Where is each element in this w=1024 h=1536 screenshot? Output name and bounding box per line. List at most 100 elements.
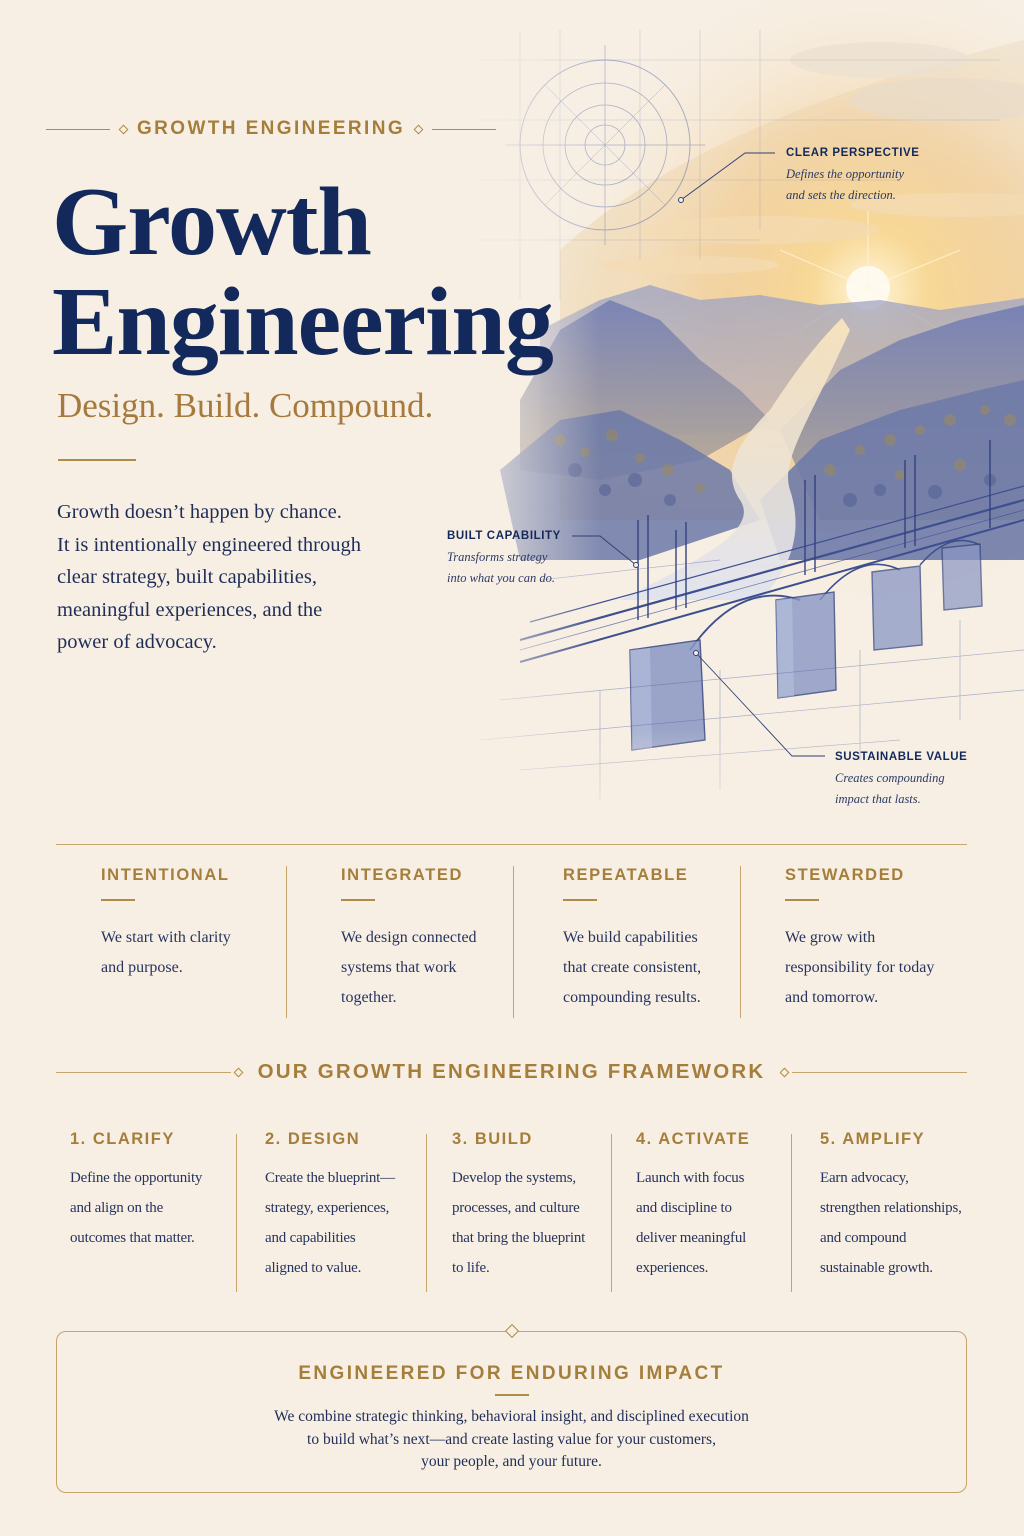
intro-line: Growth doesn’t happen by chance.: [57, 501, 342, 523]
step-line: deliver meaningful: [636, 1230, 747, 1246]
principle-repeatable: REPEATABLE We build capabilities that cr…: [513, 866, 740, 1018]
callout-sustainable-value: SUSTAINABLE VALUE Creates compounding im…: [835, 751, 967, 810]
principle-rule: [563, 899, 597, 901]
callout-built-capability: BUILT CAPABILITY Transforms strategy int…: [447, 530, 561, 589]
intro-line: It is intentionally engineered through: [57, 533, 362, 556]
principle-stewarded: STEWARDED We grow with responsibility fo…: [740, 866, 967, 1018]
callout-title: BUILT CAPABILITY: [447, 530, 561, 542]
step-title: 4. ACTIVATE: [636, 1130, 751, 1148]
impact-title: ENGINEERED FOR ENDURING IMPACT: [298, 1363, 725, 1384]
step-line: and discipline to: [636, 1200, 732, 1216]
callout-line: and sets the direction.: [786, 188, 896, 202]
intro-paragraph: Growth doesn’t happen by chance. It is i…: [57, 496, 417, 659]
callout-line: into what you can do.: [447, 571, 555, 585]
hero-eyebrow: GROWTH ENGINEERING: [46, 117, 497, 141]
step-line: Earn advocacy,: [820, 1170, 909, 1186]
framework-title: OUR GROWTH ENGINEERING FRAMEWORK: [257, 1060, 766, 1083]
impact-line: to build what’s next—and create lasting …: [307, 1430, 716, 1448]
impact-line: your people, and your future.: [421, 1453, 602, 1470]
callout-clear-perspective: CLEAR PERSPECTIVE Defines the opportunit…: [786, 147, 920, 206]
step-description: Define the opportunity and align on the …: [70, 1163, 236, 1253]
principle-title: REPEATABLE: [563, 866, 689, 884]
diamond-ornament-icon: [779, 1067, 790, 1077]
step-description: Develop the systems, processes, and cult…: [452, 1163, 611, 1283]
principle-line: We build capabilities: [563, 929, 698, 946]
diamond-ornament-icon: [504, 1323, 520, 1339]
principle-line: that create consistent,: [563, 959, 702, 976]
principle-line: systems that work: [341, 959, 457, 976]
step-line: Create the blueprint—: [265, 1170, 395, 1186]
step-title: 3. BUILD: [452, 1130, 533, 1148]
step-line: Launch with focus: [636, 1170, 745, 1186]
principle-line: and purpose.: [101, 959, 183, 976]
step-line: and capabilities: [265, 1230, 356, 1246]
impact-box: ENGINEERED FOR ENDURING IMPACT We combin…: [56, 1323, 967, 1493]
page-title: Growth Engineering: [52, 172, 572, 372]
tagline-rule: [58, 459, 136, 461]
principle-description: We start with clarity and purpose.: [101, 923, 286, 983]
principle-rule: [785, 899, 819, 901]
principle-line: compounding results.: [563, 989, 701, 1006]
principle-title: INTENTIONAL: [101, 866, 230, 884]
intro-line: meaningful experiences, and the: [57, 598, 323, 621]
principle-line: We grow with: [785, 929, 876, 946]
callout-description: Transforms strategy into what you can do…: [447, 547, 561, 589]
step-line: strategy, experiences,: [265, 1200, 390, 1216]
principle-intentional: INTENTIONAL We start with clarity and pu…: [56, 866, 286, 1018]
step-title: 5. AMPLIFY: [820, 1130, 926, 1148]
callout-description: Creates compounding impact that lasts.: [835, 768, 967, 810]
principle-integrated: INTEGRATED We design connected systems t…: [286, 866, 513, 1018]
framework-rule-left: [56, 1071, 231, 1073]
callout-line: impact that lasts.: [835, 792, 921, 806]
step-line: aligned to value.: [265, 1260, 362, 1276]
impact-line: We combine strategic thinking, behaviora…: [274, 1408, 749, 1425]
principle-description: We build capabilities that create consis…: [563, 923, 740, 1013]
principle-line: and tomorrow.: [785, 989, 879, 1006]
step-line: and align on the: [70, 1200, 164, 1216]
step-title: 1. CLARIFY: [70, 1130, 175, 1148]
step-line: Develop the systems,: [452, 1170, 576, 1186]
callout-description: Defines the opportunity and sets the dir…: [786, 164, 920, 206]
framework-rule-right: [792, 1071, 967, 1073]
impact-description: We combine strategic thinking, behaviora…: [57, 1406, 966, 1474]
step-description: Create the blueprint— strategy, experien…: [265, 1163, 426, 1283]
principle-description: We design connected systems that work to…: [341, 923, 513, 1013]
diamond-ornament-icon: [118, 124, 129, 134]
step-title: 2. DESIGN: [265, 1130, 361, 1148]
step-amplify: 5. AMPLIFY Earn advocacy, strengthen rel…: [791, 1130, 976, 1292]
eyebrow-label: GROWTH ENGINEERING: [136, 118, 406, 139]
step-clarify: 1. CLARIFY Define the opportunity and al…: [56, 1130, 236, 1292]
principles-row: INTENTIONAL We start with clarity and pu…: [56, 866, 967, 1018]
step-description: Earn advocacy, strengthen relationships,…: [820, 1163, 976, 1283]
step-line: to life.: [452, 1260, 490, 1276]
principle-line: together.: [341, 989, 397, 1006]
step-line: that bring the blueprint: [452, 1230, 586, 1246]
diamond-ornament-icon: [413, 124, 424, 134]
step-line: experiences.: [636, 1260, 709, 1276]
step-activate: 4. ACTIVATE Launch with focus and discip…: [611, 1130, 791, 1292]
step-line: outcomes that matter.: [70, 1230, 195, 1246]
callout-line: Defines the opportunity: [786, 167, 905, 181]
principle-description: We grow with responsibility for today an…: [785, 923, 967, 1013]
principle-line: responsibility for today: [785, 959, 935, 976]
principle-title: INTEGRATED: [341, 866, 464, 884]
eyebrow-rule-left: [46, 128, 110, 130]
step-description: Launch with focus and discipline to deli…: [636, 1163, 791, 1283]
callout-title: CLEAR PERSPECTIVE: [786, 147, 920, 159]
intro-line: power of advocacy.: [57, 631, 217, 653]
step-line: Define the opportunity: [70, 1170, 203, 1186]
impact-rule: [495, 1394, 529, 1396]
principle-line: We design connected: [341, 929, 477, 946]
intro-line: clear strategy, built capabilities,: [57, 566, 317, 588]
diamond-ornament-icon: [233, 1067, 244, 1077]
tagline: Design. Build. Compound.: [57, 386, 434, 425]
principle-title: STEWARDED: [785, 866, 905, 884]
callout-line: Transforms strategy: [447, 550, 548, 564]
principle-line: We start with clarity: [101, 929, 231, 946]
step-design: 2. DESIGN Create the blueprint— strategy…: [236, 1130, 426, 1292]
eyebrow-rule-right: [432, 128, 497, 130]
step-build: 3. BUILD Develop the systems, processes,…: [426, 1130, 611, 1292]
principle-rule: [341, 899, 375, 901]
framework-steps: 1. CLARIFY Define the opportunity and al…: [56, 1130, 976, 1292]
